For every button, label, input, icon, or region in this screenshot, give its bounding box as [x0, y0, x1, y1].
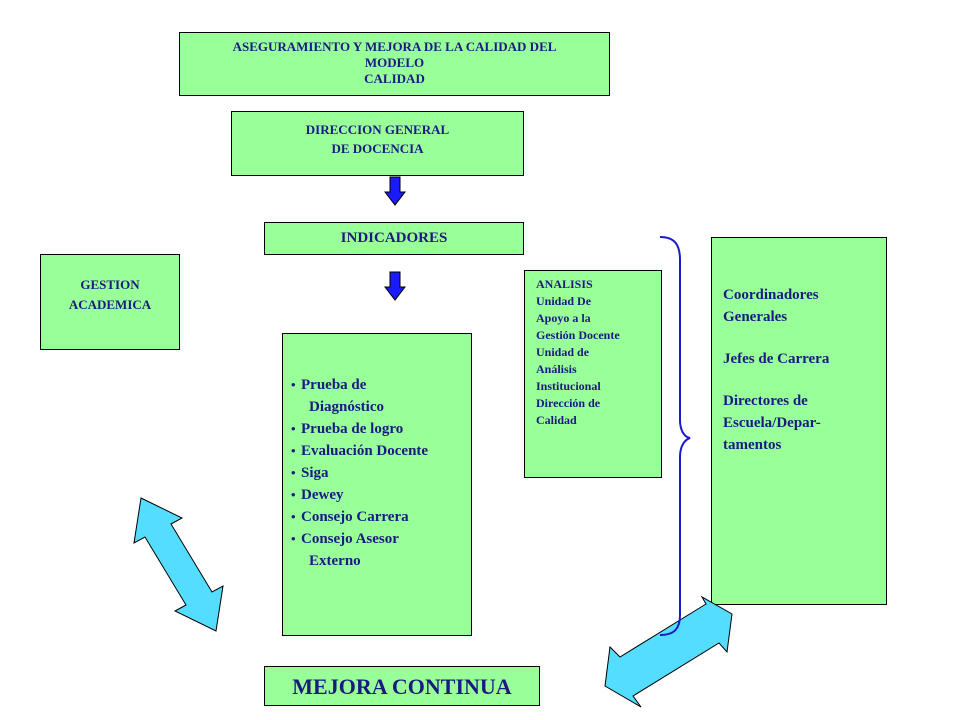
- instrument-item: Dewey: [291, 484, 471, 506]
- instrument-label-cont: Diagnóstico: [309, 399, 384, 415]
- instrument-item: Evaluación Docente: [291, 440, 471, 462]
- analisis-line: Dirección de: [536, 396, 601, 410]
- instrument-label: Evaluación Docente: [301, 443, 429, 459]
- analisis-line: Unidad de: [536, 345, 590, 359]
- analisis-line: Unidad De: [536, 294, 592, 308]
- instrument-item: Consejo Carrera: [291, 506, 471, 528]
- coordinators-line: Coordinadores: [723, 287, 819, 303]
- indicadores-box: INDICADORES: [264, 222, 524, 255]
- analisis-line: Gestión Docente: [536, 328, 620, 342]
- gestion-line-2: ACADEMICA: [68, 297, 152, 312]
- instrument-label: Prueba de: [301, 377, 367, 393]
- indicadores-label: INDICADORES: [340, 230, 448, 246]
- gestion-academica-box: GESTION ACADEMICA: [40, 254, 180, 350]
- instrument-label: Siga: [301, 465, 329, 481]
- analisis-line: Calidad: [536, 413, 577, 427]
- mejora-continua-box: MEJORA CONTINUA: [264, 666, 540, 706]
- direccion-line-2: DE DOCENCIA: [331, 141, 424, 156]
- analisis-box: ANALISIS Unidad De Apoyo a la Gestión Do…: [524, 270, 662, 478]
- direccion-general-box: DIRECCION GENERAL DE DOCENCIA: [231, 111, 524, 176]
- instrument-label: Consejo Carrera: [301, 509, 409, 525]
- coordinators-line: Escuela/Depar-: [723, 415, 821, 431]
- instrument-label: Consejo Asesor: [301, 531, 399, 547]
- coordinators-line: tamentos: [723, 437, 782, 453]
- double-arrow-icon: [604, 595, 733, 708]
- direccion-line-1: DIRECCION GENERAL: [305, 122, 450, 137]
- instrument-label: Dewey: [301, 487, 344, 503]
- instrument-item: Siga: [291, 462, 471, 484]
- analisis-line: Análisis: [536, 362, 577, 376]
- title-line-3: CALIDAD: [364, 71, 425, 86]
- title-line-1: ASEGURAMIENTO Y MEJORA DE LA CALIDAD DEL: [232, 39, 557, 54]
- analisis-line: Apoyo a la: [536, 311, 591, 325]
- double-arrow-icon: [133, 497, 224, 632]
- instrument-label-cont: Externo: [309, 553, 361, 569]
- analisis-line: Institucional: [536, 379, 601, 393]
- gestion-line-1: GESTION: [80, 277, 140, 292]
- instrument-item: Prueba de Diagnóstico: [291, 374, 471, 418]
- instruments-list: Prueba de Diagnóstico Prueba de logro Eva…: [291, 374, 471, 572]
- down-arrow-icon: [383, 176, 407, 206]
- analisis-line: ANALISIS: [536, 277, 593, 291]
- down-arrow-icon: [383, 271, 407, 301]
- coordinators-line: Directores de: [723, 393, 808, 409]
- mejora-label: MEJORA CONTINUA: [292, 674, 512, 699]
- coordinators-box: Coordinadores Generales Jefes de Carrera…: [711, 237, 887, 605]
- instrument-item: Prueba de logro: [291, 418, 471, 440]
- title-line-2: MODELO: [364, 55, 425, 70]
- instruments-box: Prueba de Diagnóstico Prueba de logro Eva…: [282, 333, 472, 636]
- instrument-label: Prueba de logro: [301, 421, 404, 437]
- title-box: ASEGURAMIENTO Y MEJORA DE LA CALIDAD DEL…: [179, 32, 610, 96]
- coordinators-line: Generales: [723, 309, 788, 325]
- curly-brace-icon: [659, 236, 691, 636]
- coordinators-line: Jefes de Carrera: [723, 351, 830, 367]
